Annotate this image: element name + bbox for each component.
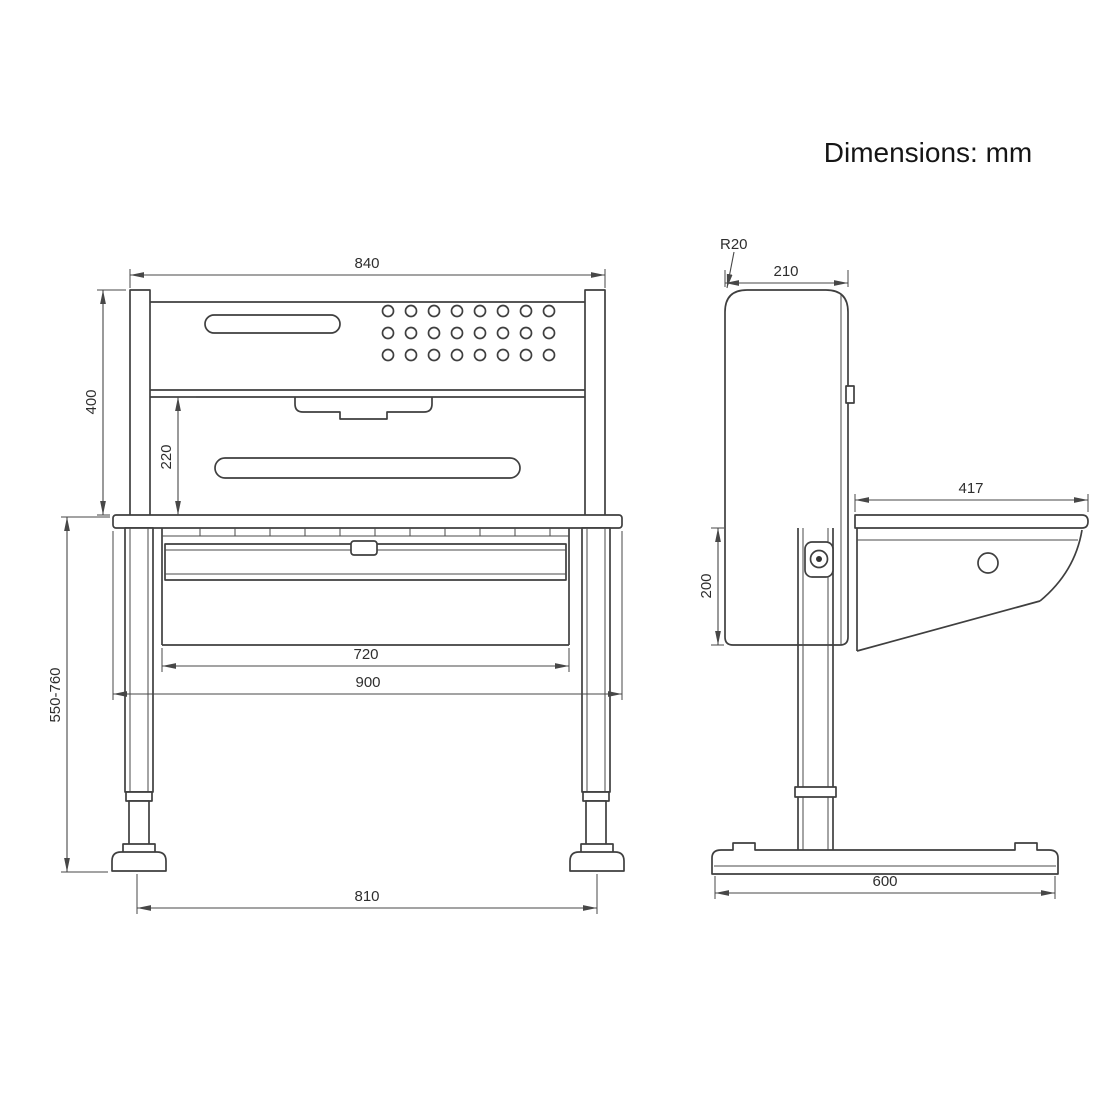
front-drawer: [161, 528, 570, 646]
clip-ticks: [199, 528, 551, 536]
dim-label-r20: R20: [720, 236, 748, 253]
side-desktop: [854, 514, 1089, 529]
left-foot: [111, 851, 167, 872]
dim-900: 900: [112, 531, 623, 700]
lower-slot: [214, 457, 521, 479]
dim-label-200: 200: [698, 573, 715, 598]
dim-label-900: 900: [355, 674, 380, 691]
dim-r20: R20: [720, 236, 748, 289]
front-desktop: [112, 514, 623, 529]
panel-clip: [845, 385, 855, 404]
dim-label-810: 810: [354, 888, 379, 905]
dim-840: 840: [129, 255, 606, 288]
handle: [294, 397, 433, 420]
right-foot: [569, 851, 625, 872]
side-back-panel: [724, 289, 855, 646]
dim-label-840: 840: [354, 255, 379, 272]
knob-center: [816, 556, 822, 562]
right-leg-telescope: [585, 800, 607, 847]
dim-550-760: 550-760: [47, 516, 110, 873]
dim-220: 220: [158, 396, 196, 515]
bracket-hole: [977, 552, 999, 574]
dim-400: 400: [83, 289, 126, 516]
units-note: Dimensions: mm: [824, 137, 1032, 168]
side-base: [711, 842, 1059, 875]
left-leg-telescope: [128, 800, 150, 847]
left-leg-collar: [125, 791, 153, 802]
dim-label-210: 210: [773, 263, 798, 280]
dim-417: 417: [854, 480, 1089, 512]
side-view: R20 210 417 200 600: [698, 236, 1089, 899]
side-leg-column: [794, 528, 837, 850]
front-legs: [111, 527, 625, 872]
dim-600: 600: [714, 873, 1056, 899]
dim-210: 210: [724, 263, 849, 287]
dim-200: 200: [698, 527, 724, 646]
side-leg-collar: [794, 786, 837, 798]
dim-label-600: 600: [872, 873, 897, 890]
dim-label-400: 400: [83, 389, 100, 414]
dim-label-417: 417: [958, 480, 983, 497]
dim-label-550-760: 550-760: [47, 667, 64, 722]
left-leg-upper: [124, 527, 154, 793]
dim-label-220: 220: [158, 444, 175, 469]
right-leg-upper: [581, 527, 611, 793]
upper-slot: [204, 314, 341, 334]
front-back-panel: [129, 289, 606, 518]
side-bracket: [856, 528, 1083, 652]
right-post: [584, 289, 606, 518]
dim-720: 720: [161, 646, 570, 672]
left-post: [129, 289, 151, 518]
dim-810: 810: [136, 874, 598, 914]
front-view: 840 400 220 550-760 720: [47, 255, 625, 914]
ventilation-holes: [381, 304, 556, 362]
drawer-latch: [350, 540, 378, 556]
right-leg-collar: [582, 791, 610, 802]
dim-label-720: 720: [353, 646, 378, 663]
